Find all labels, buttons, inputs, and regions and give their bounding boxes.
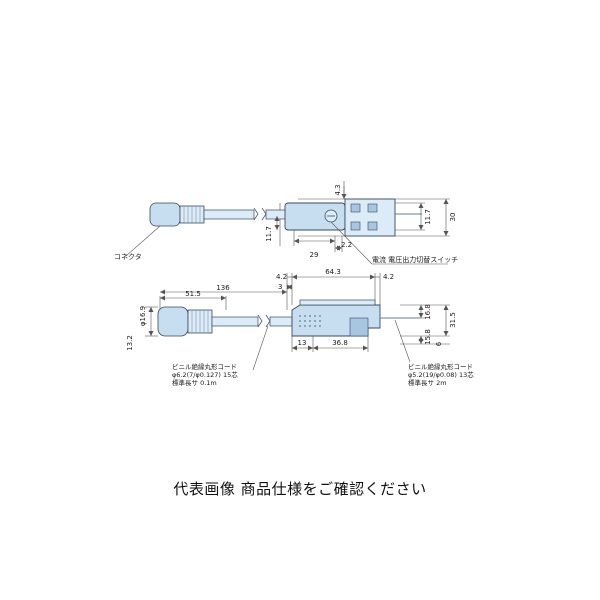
dim-6: 6 [435,341,443,346]
dim-phi-16-9: φ16.9 [139,306,147,326]
dim-36-8: 36.8 [332,339,348,347]
side-clip [349,317,369,337]
top-view: 4.3 11.7 30 11.7 29 2.2 コネクタ 電流 電圧出力切替スイ… [114,181,458,265]
top-cable-break [253,207,259,221]
side-cable-break [257,314,263,328]
dim-13-2: 13.2 [126,335,134,351]
dim-11-7-right: 11.7 [424,209,432,225]
top-cable-left [203,209,255,220]
dim-30: 30 [449,213,457,222]
side-connector [157,306,189,337]
dim-2-2: 2.2 [341,241,352,249]
side-body-top [299,299,376,306]
representative-image-caption: 代表画像 商品仕様をご確認ください [173,480,427,498]
cord-left-line3: 標準長サ 0.1m [172,378,217,387]
dim-31-5: 31.5 [449,312,457,328]
dim-3: 3 [278,283,282,291]
dim-16-8: 16.8 [424,304,432,320]
dim-64-3: 64.3 [325,268,341,276]
dim-51-5: 51.5 [185,290,201,298]
cord-right-line3: 標準長サ 2m [408,378,447,387]
dim-136: 136 [216,284,230,292]
dim-4-2-right: 4.2 [383,273,394,281]
label-connector: コネクタ [114,252,142,261]
top-cable-right [265,209,287,220]
dimension-drawing: 4.3 11.7 30 11.7 29 2.2 コネクタ 電流 電圧出力切替スイ… [114,181,474,387]
side-cable-left [211,316,259,327]
cord-left-line1: ビニル絶縁丸形コード [172,362,237,371]
dim-13: 13 [298,339,307,347]
dim-29: 29 [310,251,319,259]
dim-4-3: 4.3 [334,184,342,195]
label-output-switch: 電流 電圧出力切替スイッチ [372,255,458,264]
top-connector [149,202,181,227]
dim-15-8: 15.8 [424,329,432,345]
cord-right-line2: φ5.2(19/φ0.08) 13芯 [408,370,474,379]
side-view: 4.2 64.3 4.2 3 136 51.5 φ16.9 13.2 16.8 … [126,268,474,387]
cord-right-line1: ビニル絶縁丸形コード [408,362,473,371]
side-cable-right [269,316,293,327]
cord-left-line2: φ6.2(7/φ0.127) 15芯 [172,370,238,379]
dim-11-7-left: 11.7 [265,226,273,242]
dim-4-2-left: 4.2 [276,273,287,281]
